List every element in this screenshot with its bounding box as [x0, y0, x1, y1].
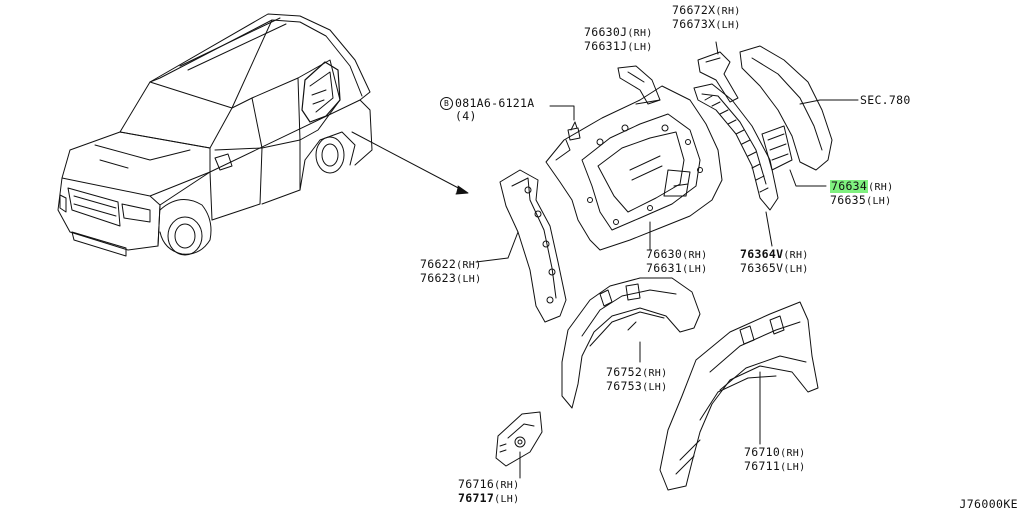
bolt-symbol-icon: B [440, 97, 453, 110]
part-76710-shape [659, 301, 819, 491]
part-76716-shape [495, 411, 543, 479]
part-76752-shape [561, 277, 701, 409]
bolt-shape [549, 105, 581, 141]
diagram-code: J76000KE [959, 497, 1018, 511]
label-76710: 76710(RH) 76711(LH) [744, 445, 806, 474]
label-76630j: 76630J(RH) 76631J(LH) [584, 25, 653, 54]
part-76630-shape [545, 65, 723, 251]
part-76364-shape [693, 41, 779, 247]
label-76672: 76672X(RH) 76673X(LH) [672, 3, 741, 32]
part-76622-shape [475, 169, 567, 323]
label-76364: 76364V(RH) 76365V(LH) [740, 247, 809, 276]
part-76634-shape [739, 45, 859, 187]
vehicle-illustration [57, 13, 373, 257]
label-76622: 76622(RH) 76623(LH) [420, 257, 482, 286]
highlighted-part-number: 76634 [830, 179, 869, 193]
label-76716: 76716(RH) 76717(LH) [458, 477, 520, 506]
label-76752: 76752(RH) 76753(LH) [606, 365, 668, 394]
label-sec780: SEC.780 [860, 93, 911, 107]
arrow-indicator [351, 131, 469, 195]
label-76634: 76634(RH) 76635(LH) [830, 179, 894, 207]
label-76630: 76630(RH) 76631(LH) [646, 247, 708, 276]
